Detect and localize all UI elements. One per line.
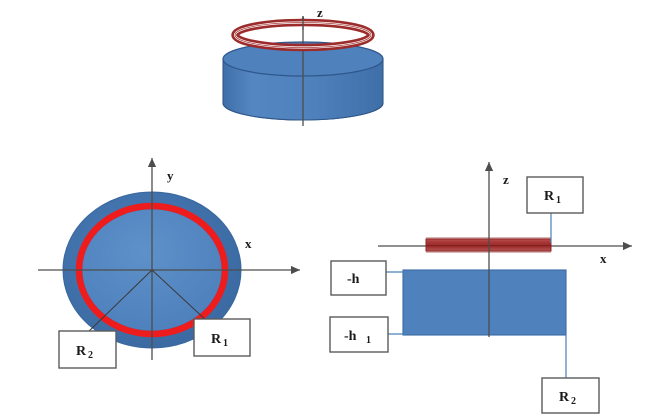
perspective-z-axis-label: z xyxy=(317,5,323,20)
xy-x-axis-label: x xyxy=(245,236,252,251)
xz-callout-minus-h1-box[interactable] xyxy=(329,316,389,353)
xy-plane-view-group: x y R 2 R 1 xyxy=(38,158,300,369)
xz-callout-r1-box[interactable] xyxy=(526,176,584,214)
xy-callout-r1[interactable]: R 1 xyxy=(193,318,251,357)
xy-callout-r2-box[interactable] xyxy=(58,330,117,369)
xz-callout-r1-label: R xyxy=(544,189,555,204)
xz-callout-r2[interactable]: R 2 xyxy=(541,377,600,414)
xz-callout-minus-h-box[interactable] xyxy=(330,260,387,296)
xz-callout-r2-subscript: 2 xyxy=(571,396,576,407)
xy-callout-r2-label: R xyxy=(76,344,87,359)
xz-callout-minus-h1[interactable]: -h 1 xyxy=(329,316,389,353)
xz-callout-r2-label: R xyxy=(559,390,570,405)
xy-callout-r2-subscript: 2 xyxy=(88,350,93,361)
xz-callout-minus-h[interactable]: -h xyxy=(330,260,387,296)
xz-callout-minus-h-label: -h xyxy=(347,272,360,287)
xz-callout-r1[interactable]: R 1 xyxy=(526,176,584,214)
xy-r2-radius-leader xyxy=(85,269,153,335)
perspective-view-group: z xyxy=(222,5,384,126)
xy-callout-r1-box[interactable] xyxy=(193,318,251,357)
xz-callout-r2-box[interactable] xyxy=(541,377,600,414)
xy-callout-r2[interactable]: R 2 xyxy=(58,330,117,369)
xz-plane-view-group: x z R 1 xyxy=(329,162,632,414)
xz-conductor-rect-r2 xyxy=(402,269,567,336)
xy-callout-r1-label: R xyxy=(211,332,222,347)
xz-callout-minus-h1-subscript: 1 xyxy=(366,335,371,346)
xy-r1-radius-leader xyxy=(151,269,209,323)
xz-callout-minus-h1-label: -h xyxy=(344,329,357,344)
xz-x-axis-label: x xyxy=(600,251,607,266)
xy-y-axis-label: y xyxy=(167,168,174,183)
xz-z-axis-label: z xyxy=(503,172,509,187)
xz-callout-r1-subscript: 1 xyxy=(556,195,561,206)
xy-callout-r1-subscript: 1 xyxy=(223,338,228,349)
